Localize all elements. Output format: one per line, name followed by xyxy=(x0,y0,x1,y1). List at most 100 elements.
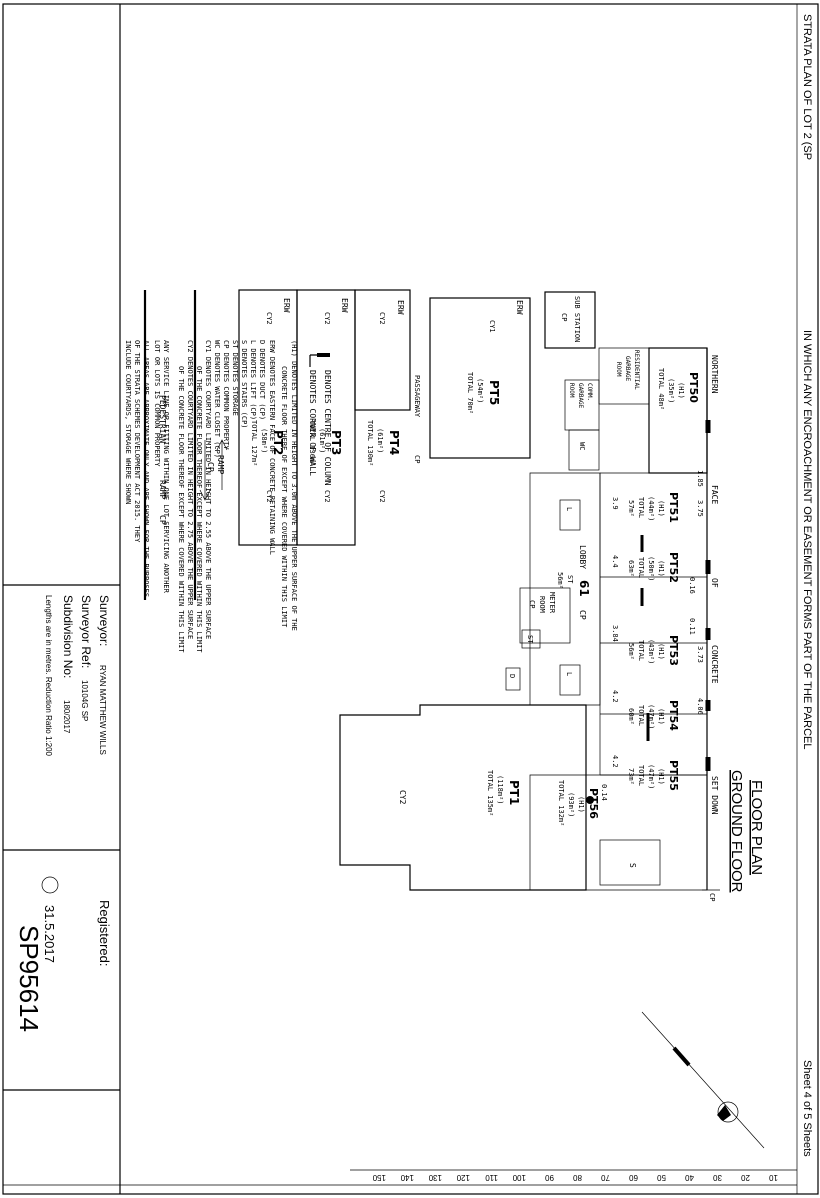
scale-tick: 150 xyxy=(372,1173,386,1182)
svg-text:ST: ST xyxy=(526,635,534,644)
svg-text:CP: CP xyxy=(708,893,716,901)
svg-text:GARBAGE: GARBAGE xyxy=(577,383,584,409)
svg-text:(61m²): (61m²) xyxy=(318,428,326,453)
scale-tick: 130 xyxy=(428,1173,442,1182)
svg-text:TOTAL 135m²: TOTAL 135m² xyxy=(486,770,494,816)
svg-text:CY2: CY2 xyxy=(378,312,386,325)
svg-text:(47m²): (47m²) xyxy=(647,704,655,729)
seal-icon xyxy=(41,876,59,894)
svg-text:TOTAL 130m²: TOTAL 130m² xyxy=(366,420,374,466)
frontage-label: NORTHERN xyxy=(710,355,719,394)
lot-PT55: PT55 (H1) (47m²) TOTAL 73m² xyxy=(627,760,680,791)
svg-text:RAMP: RAMP xyxy=(158,480,167,499)
svg-text:ST: ST xyxy=(566,575,574,584)
svg-text:4.2: 4.2 xyxy=(611,755,619,768)
svg-text:PT52: PT52 xyxy=(667,552,680,583)
svg-text:INCLUDE COURTYARDS, STORAGE WH: INCLUDE COURTYARDS, STORAGE WHERE SHOWN xyxy=(124,340,132,504)
frontage-line: NORTHERN FACE OF CONCRETE SET DOWN xyxy=(702,348,720,891)
legend: DENOTES CENTRE OF COLUMN DENOTES CORNER … xyxy=(124,340,332,653)
svg-text:D DENOTES DUCT (CP): D DENOTES DUCT (CP) xyxy=(258,340,266,420)
scale-tick: 140 xyxy=(400,1173,414,1182)
scale-tick: 90 xyxy=(545,1173,554,1182)
svg-text:ST DENOTES STORAGE: ST DENOTES STORAGE xyxy=(231,340,239,416)
svg-text:COMM.: COMM. xyxy=(586,383,593,401)
svg-text:TOTAL: TOTAL xyxy=(637,497,645,518)
svg-text:ERW: ERW xyxy=(515,300,524,315)
svg-text:61: 61 xyxy=(577,580,591,597)
svg-text:GARBAGE: GARBAGE xyxy=(624,356,631,382)
lengths-note: Lengths are in metres. Reduction Ratio 1… xyxy=(44,595,53,757)
svg-text:ROOM: ROOM xyxy=(568,383,575,398)
svg-text:PASSAGEWAY: PASSAGEWAY xyxy=(413,375,421,418)
svg-text:PT3: PT3 xyxy=(329,430,343,455)
svg-text:TOTAL 127m²: TOTAL 127m² xyxy=(250,420,258,466)
svg-text:63m²: 63m² xyxy=(627,560,635,577)
svg-text:CP: CP xyxy=(413,455,421,463)
svg-text:TOTAL: TOTAL xyxy=(637,557,645,578)
header-right: Sheet 4 of 5 Sheets xyxy=(801,1060,813,1157)
svg-text:TOTAL: TOTAL xyxy=(637,765,645,786)
registered-label: Registered: xyxy=(97,900,112,966)
scale-tick: 110 xyxy=(485,1173,498,1182)
lot-PT5: ERW CY1 PT5 (54m²) TOTAL 70m² PASSAGEWAY… xyxy=(413,297,531,463)
svg-text:CP: CP xyxy=(528,600,536,608)
svg-text:LOBBY: LOBBY xyxy=(578,545,587,569)
svg-text:RAMP: RAMP xyxy=(216,455,225,474)
ref-value: 10104G SP xyxy=(80,680,89,721)
svg-text:(H1): (H1) xyxy=(657,643,665,660)
svg-text:(44m²): (44m²) xyxy=(647,496,655,521)
svg-text:ERW: ERW xyxy=(396,300,405,315)
svg-text:(H1): (H1) xyxy=(577,796,585,813)
scale-tick: 60 xyxy=(629,1173,638,1182)
pedestrian-ramp: PEDESTRIAN RAMP CP RAMP CP xyxy=(143,290,228,600)
scale-tick: 30 xyxy=(713,1173,722,1182)
svg-text:DENOTES CENTRE OF COLUMN: DENOTES CENTRE OF COLUMN xyxy=(323,370,332,486)
svg-text:CY2: CY2 xyxy=(265,490,273,503)
svg-text:3.9: 3.9 xyxy=(611,497,619,510)
svg-text:(54m²): (54m²) xyxy=(476,378,484,403)
lot-PT50: PT50 (H1) (35m²) TOTAL 48m² xyxy=(657,368,700,410)
common-lobby: L L METER ROOM CP 61 ST 56m² LOBBY CP ST… xyxy=(505,472,601,706)
svg-text:(H1): (H1) xyxy=(677,382,685,399)
header-left: STRATA PLAN OF LOT 2 (SP xyxy=(801,14,813,160)
service-rooms: SUB STATION CP RESIDENTIAL GARBAGE ROOM … xyxy=(544,291,650,471)
svg-text:(H1): (H1) xyxy=(657,560,665,577)
svg-text:(43m²): (43m²) xyxy=(647,639,655,664)
svg-text:TOTAL: TOTAL xyxy=(637,640,645,661)
svg-text:ROOM: ROOM xyxy=(538,596,546,613)
svg-text:CY2: CY2 xyxy=(378,490,386,503)
svg-text:60m²: 60m² xyxy=(627,708,635,725)
svg-text:S: S xyxy=(628,863,637,868)
svg-text:(58m²): (58m²) xyxy=(260,428,268,453)
svg-text:(47m²): (47m²) xyxy=(647,764,655,789)
subdiv-value: 180/2017 xyxy=(62,700,71,734)
frontage-label: FACE xyxy=(710,485,719,504)
svg-text:CP: CP xyxy=(206,462,215,472)
svg-text:(118m²): (118m²) xyxy=(496,775,504,805)
svg-text:CP: CP xyxy=(158,515,167,525)
svg-text:0.16: 0.16 xyxy=(688,577,696,594)
svg-text:CP: CP xyxy=(578,610,587,620)
svg-text:TOTAL 132m²: TOTAL 132m² xyxy=(557,780,565,826)
lot-PT51: PT51 (H1) (44m²) TOTAL 57m² xyxy=(627,492,680,523)
svg-text:(H1): (H1) xyxy=(657,708,665,725)
svg-text:3.75: 3.75 xyxy=(696,500,704,517)
lot-PT52: PT52 (H1) (50m²) TOTAL 63m² xyxy=(627,552,680,583)
svg-text:PT1: PT1 xyxy=(507,780,521,805)
scale-bar: 10 20 30 40 50 60 70 80 90 100 110 120 1… xyxy=(3,1169,797,1186)
lot-PT56: S PT56 (H1) (93m²) TOTAL 132m² CP xyxy=(529,774,716,901)
svg-text:TOTAL 136m²: TOTAL 136m² xyxy=(308,420,316,466)
svg-text:PT4: PT4 xyxy=(387,430,401,455)
svg-text:CP DENOTES COMMON PROPERTY: CP DENOTES COMMON PROPERTY xyxy=(222,340,230,450)
svg-text:WC DENOTES WATER CLOSET (CP): WC DENOTES WATER CLOSET (CP) xyxy=(213,340,221,458)
svg-text:CY1 DENOTES COURTYARD LIMITED: CY1 DENOTES COURTYARD LIMITED IN HEIGHT … xyxy=(204,340,212,639)
svg-text:(61m²): (61m²) xyxy=(376,428,384,453)
plan-title-line2: GROUND FLOOR xyxy=(728,770,745,893)
lot-PT54: PT54 (H1) (47m²) TOTAL 60m² xyxy=(627,700,680,731)
subdiv-label: Subdivision No: xyxy=(61,595,75,678)
plan-title-line1: FLOOR PLAN xyxy=(748,780,765,875)
svg-text:LOT OR LOTS IS COMMON PROPERTY: LOT OR LOTS IS COMMON PROPERTY xyxy=(153,340,161,467)
svg-text:4.4: 4.4 xyxy=(611,555,619,568)
svg-text:PEDESTRIAN: PEDESTRIAN xyxy=(158,395,167,443)
